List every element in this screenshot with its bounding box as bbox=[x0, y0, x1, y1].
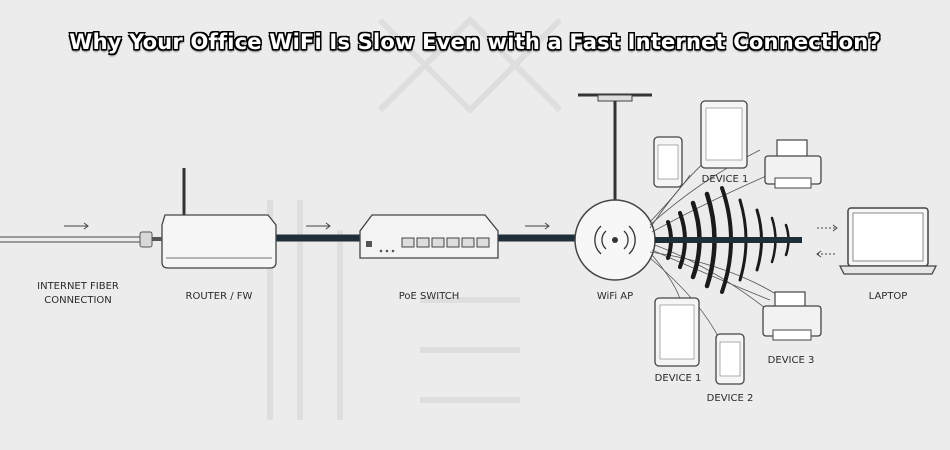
arrow-right-icon bbox=[817, 224, 838, 232]
fiber-label: INTERNET FIBER CONNECTION bbox=[18, 280, 138, 308]
page-title: Why Your Office WiFi Is Slow Even with a… bbox=[69, 30, 881, 54]
fiber-label-line1: INTERNET FIBER bbox=[37, 281, 119, 292]
laptop-icon bbox=[838, 207, 938, 275]
tablet-icon bbox=[700, 100, 748, 169]
fiber-cable bbox=[0, 231, 153, 248]
switch-label: PoE SWITCH bbox=[398, 291, 460, 302]
printer-icon bbox=[764, 139, 822, 189]
arrow-right-icon bbox=[64, 222, 89, 230]
laptop-label: LAPTOP bbox=[868, 291, 908, 302]
device-label-bottom-2: DEVICE 2 bbox=[706, 393, 754, 404]
device-label-bottom-3: DEVICE 3 bbox=[767, 355, 815, 366]
device-label-bottom-1: DEVICE 1 bbox=[654, 373, 702, 384]
wifi-access-point-icon bbox=[574, 93, 656, 281]
printer-icon bbox=[762, 291, 822, 341]
arrow-left-icon bbox=[816, 250, 837, 258]
phone-icon bbox=[653, 136, 683, 188]
wifi-ap-label: WiFi AP bbox=[596, 291, 634, 302]
router-label: ROUTER / FW bbox=[185, 291, 253, 302]
fiber-label-line2: CONNECTION bbox=[44, 295, 112, 306]
phone-icon bbox=[715, 333, 745, 385]
poe-switch-icon bbox=[359, 214, 499, 259]
tablet-icon bbox=[654, 297, 700, 367]
device-label-top: DEVICE 1 bbox=[701, 174, 749, 185]
router-icon bbox=[152, 168, 277, 269]
arrow-right-icon bbox=[306, 222, 550, 230]
